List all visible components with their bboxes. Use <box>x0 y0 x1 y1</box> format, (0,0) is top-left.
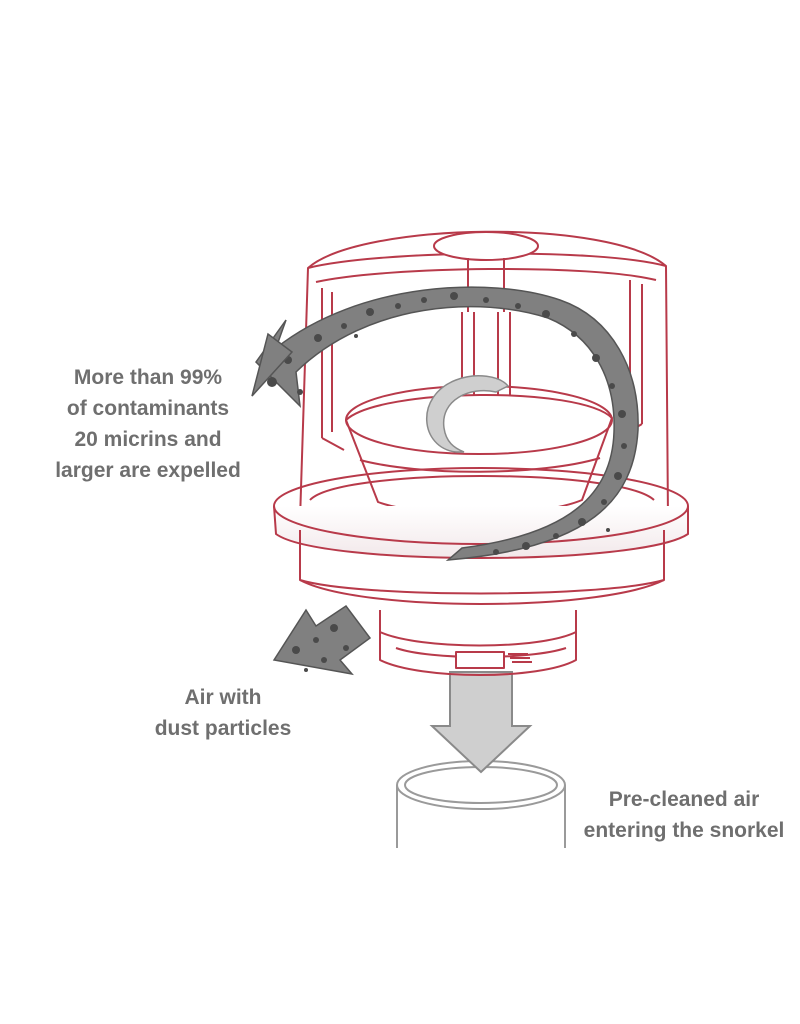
label-line: More than 99% <box>73 366 223 389</box>
expelled-arrow-head <box>251 332 294 397</box>
label-pre-cleaned-air: Pre-cleaned air entering the snorkel <box>572 784 796 846</box>
dust-air-arrow <box>272 604 372 676</box>
particles-dust-arrow <box>292 624 349 672</box>
label-line: Air with <box>184 686 262 709</box>
label-line: dust particles <box>154 717 292 740</box>
label-line: 20 micrins and <box>74 428 222 451</box>
label-line: larger are expelled <box>55 459 241 482</box>
label-line: entering the snorkel <box>583 819 785 842</box>
label-air-with-dust: Air with dust particles <box>138 682 308 744</box>
label-contaminants-expelled: More than 99% of contaminants 20 micrins… <box>22 362 274 486</box>
snorkel-pipe <box>396 760 566 848</box>
particles-band <box>267 292 627 555</box>
clean-air-arrow <box>429 671 533 774</box>
label-line: Pre-cleaned air <box>608 788 760 811</box>
label-line: of contaminants <box>66 397 230 420</box>
inner-swirl <box>426 374 510 453</box>
